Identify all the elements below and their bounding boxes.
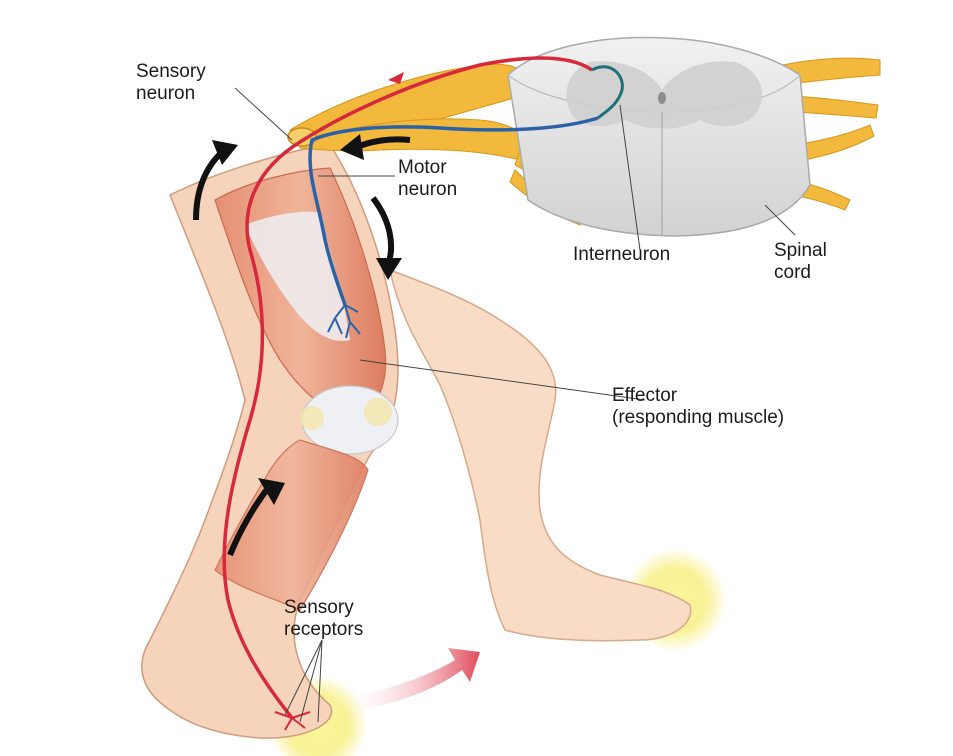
sensory-neuron-label: Sensory neuron [136, 61, 206, 105]
interneuron-label: Interneuron [573, 244, 670, 266]
spinal-cord-label: Spinal cord [774, 240, 827, 284]
effector-label: Effector (responding muscle) [612, 385, 784, 429]
withdrawal-arrow-icon [340, 648, 480, 712]
spinal-cord [508, 37, 810, 236]
motor-neuron-label: Motor neuron [398, 157, 457, 201]
sensory-receptors-label: Sensory receptors [284, 597, 363, 641]
